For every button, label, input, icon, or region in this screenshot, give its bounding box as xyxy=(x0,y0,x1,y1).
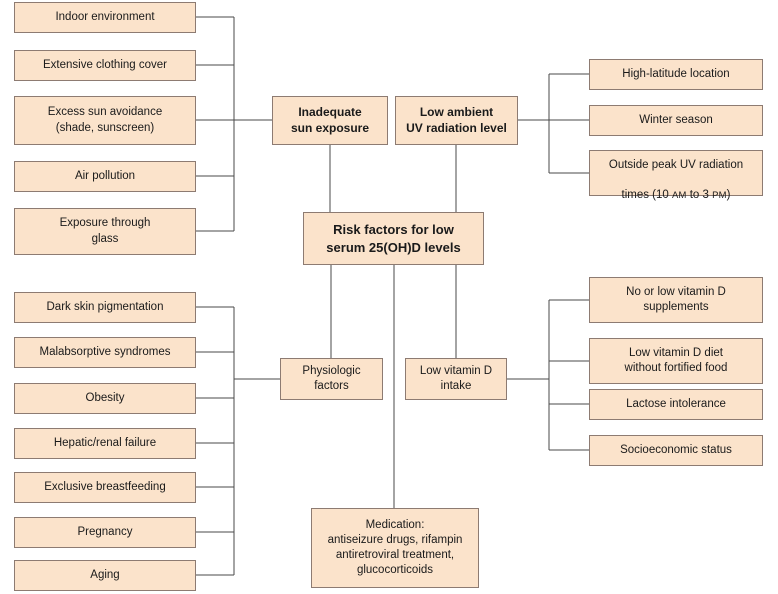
node-exclusive-breastfeeding[interactable]: Exclusive breastfeeding xyxy=(14,472,196,503)
node-label: Socioeconomic status xyxy=(620,443,732,456)
node-malabsorptive-syndromes[interactable]: Malabsorptive syndromes xyxy=(14,337,196,368)
node-label: Pregnancy xyxy=(77,525,133,538)
node-indoor-environment[interactable]: Indoor environment xyxy=(14,2,196,33)
node-label: Obesity xyxy=(85,391,125,404)
node-pregnancy[interactable]: Pregnancy xyxy=(14,517,196,548)
node-no-or-low-vitamin-d-supplements[interactable]: No or low vitamin D supplements xyxy=(589,277,763,323)
node-low-vitamin-d-diet[interactable]: Low vitamin D diet without fortified foo… xyxy=(589,338,763,384)
node-label-line2: times (10 AM to 3 PM) xyxy=(621,189,731,202)
node-label-multiline: Outside peak UV radiation times (10 AM t… xyxy=(594,143,758,204)
node-label: Dark skin pigmentation xyxy=(46,300,164,313)
node-physiologic-factors[interactable]: Physiologic factors xyxy=(280,358,383,400)
node-obesity[interactable]: Obesity xyxy=(14,383,196,414)
node-dark-skin-pigmentation[interactable]: Dark skin pigmentation xyxy=(14,292,196,323)
node-extensive-clothing-cover[interactable]: Extensive clothing cover xyxy=(14,50,196,81)
node-label: Exposure through glass xyxy=(59,217,151,245)
node-low-ambient-uv-radiation[interactable]: Low ambient UV radiation level xyxy=(395,96,518,145)
node-high-latitude-location[interactable]: High-latitude location xyxy=(589,59,763,90)
node-low-vitamin-d-intake[interactable]: Low vitamin D intake xyxy=(405,358,507,400)
node-excess-sun-avoidance[interactable]: Excess sun avoidance (shade, sunscreen) xyxy=(14,96,196,145)
node-hepatic-renal-failure[interactable]: Hepatic/renal failure xyxy=(14,428,196,459)
node-outside-peak-uv-times[interactable]: Outside peak UV radiation times (10 AM t… xyxy=(589,150,763,201)
node-label: No or low vitamin D supplements xyxy=(626,285,726,313)
node-socioeconomic-status[interactable]: Socioeconomic status xyxy=(589,435,763,466)
node-label: Winter season xyxy=(639,113,713,126)
node-label: Low ambient UV radiation level xyxy=(406,104,507,135)
node-label: Inadequate sun exposure xyxy=(290,104,370,135)
node-inadequate-sun-exposure[interactable]: Inadequate sun exposure xyxy=(272,96,388,145)
node-label: Excess sun avoidance (shade, sunscreen) xyxy=(47,106,163,134)
node-medication[interactable]: Medication: antiseizure drugs, rifampin … xyxy=(311,508,479,588)
node-label: Low vitamin D intake xyxy=(419,364,493,392)
node-label: Physiologic factors xyxy=(302,364,361,392)
node-label: Risk factors for low serum 25(OH)D level… xyxy=(326,222,461,255)
node-label: Extensive clothing cover xyxy=(42,58,167,71)
node-label: Lactose intolerance xyxy=(626,397,726,410)
node-label: Aging xyxy=(90,568,120,581)
node-winter-season[interactable]: Winter season xyxy=(589,105,763,136)
node-label: Air pollution xyxy=(74,169,136,182)
node-label: Malabsorptive syndromes xyxy=(39,345,171,358)
node-label: Exclusive breastfeeding xyxy=(44,480,166,493)
node-lactose-intolerance[interactable]: Lactose intolerance xyxy=(589,389,763,420)
node-air-pollution[interactable]: Air pollution xyxy=(14,161,196,192)
node-label: Indoor environment xyxy=(55,10,155,23)
node-label-line1: Outside peak UV radiation xyxy=(608,158,744,171)
node-label: Low vitamin D diet without fortified foo… xyxy=(624,346,728,374)
node-exposure-through-glass[interactable]: Exposure through glass xyxy=(14,208,196,255)
node-aging[interactable]: Aging xyxy=(14,560,196,591)
node-center-risk-factors[interactable]: Risk factors for low serum 25(OH)D level… xyxy=(303,212,484,265)
node-label: Medication: antiseizure drugs, rifampin … xyxy=(327,518,463,577)
node-label: Hepatic/renal failure xyxy=(53,436,157,449)
node-label: High-latitude location xyxy=(622,67,730,80)
